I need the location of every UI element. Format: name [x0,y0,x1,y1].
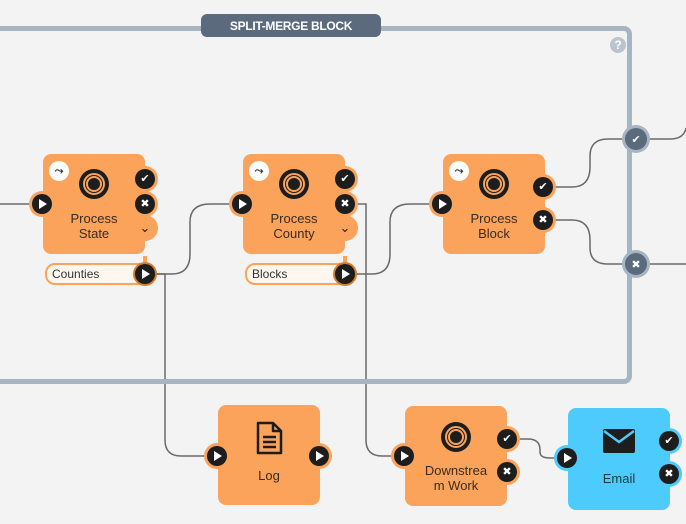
process-target-icon [441,422,471,452]
process-target-icon [479,169,509,199]
block-title: SPLIT-MERGE BLOCK [201,14,381,37]
field-connector [143,256,147,262]
failure-output-port[interactable]: ✖ [335,194,355,214]
node-label: Downstrea m Work [424,463,488,493]
node-log[interactable]: Log [218,405,329,505]
node-label: Process County [270,211,318,241]
output-port[interactable] [309,446,329,466]
blocks-field[interactable]: Blocks [245,263,350,285]
input-port[interactable] [207,446,227,466]
success-output-port[interactable]: ✔ [335,169,355,189]
failure-output-port[interactable]: ✖ [497,462,517,482]
failure-merge-junction[interactable]: ✖ [625,253,647,275]
success-merge-junction[interactable]: ✔ [625,128,647,150]
help-icon[interactable]: ? [610,37,626,53]
failure-output-port[interactable]: ✖ [135,194,155,214]
node-label: Email [602,471,636,486]
process-target-icon [279,169,309,199]
input-port[interactable] [232,194,252,214]
split-icon[interactable]: ⤳ [49,161,69,181]
node-process-block[interactable]: ⤳ Process Block ✔ ✖ [443,154,553,254]
success-output-port[interactable]: ✔ [497,429,517,449]
split-icon[interactable]: ⤳ [449,161,469,181]
success-output-port[interactable]: ✔ [659,431,679,451]
field-connector [343,256,347,262]
node-email[interactable]: Email ✔ ✖ [568,408,679,510]
input-port[interactable] [432,194,452,214]
node-label: Process State [70,211,118,241]
success-output-port[interactable]: ✔ [135,169,155,189]
node-process-state[interactable]: ⤳ Process State ✔ ✖ ⌄ [43,154,155,254]
failure-output-port[interactable]: ✖ [533,210,553,230]
failure-output-port[interactable]: ✖ [659,464,679,484]
counties-field[interactable]: Counties [45,263,150,285]
process-target-icon [79,169,109,199]
node-label: Process Block [470,211,518,241]
input-port[interactable] [394,446,414,466]
field-output-port[interactable] [135,264,155,284]
field-output-port[interactable] [335,264,355,284]
envelope-icon [603,429,635,453]
split-icon[interactable]: ⤳ [249,161,269,181]
input-port[interactable] [557,448,577,468]
node-label: Log [258,468,280,483]
chevron-down-icon[interactable]: ⌄ [335,218,355,238]
document-icon [256,421,283,455]
success-output-port[interactable]: ✔ [533,177,553,197]
input-port[interactable] [32,194,52,214]
chevron-down-icon[interactable]: ⌄ [135,218,155,238]
node-process-county[interactable]: ⤳ Process County ✔ ✖ ⌄ [243,154,355,254]
node-downstream-work[interactable]: Downstrea m Work ✔ ✖ [405,406,517,506]
